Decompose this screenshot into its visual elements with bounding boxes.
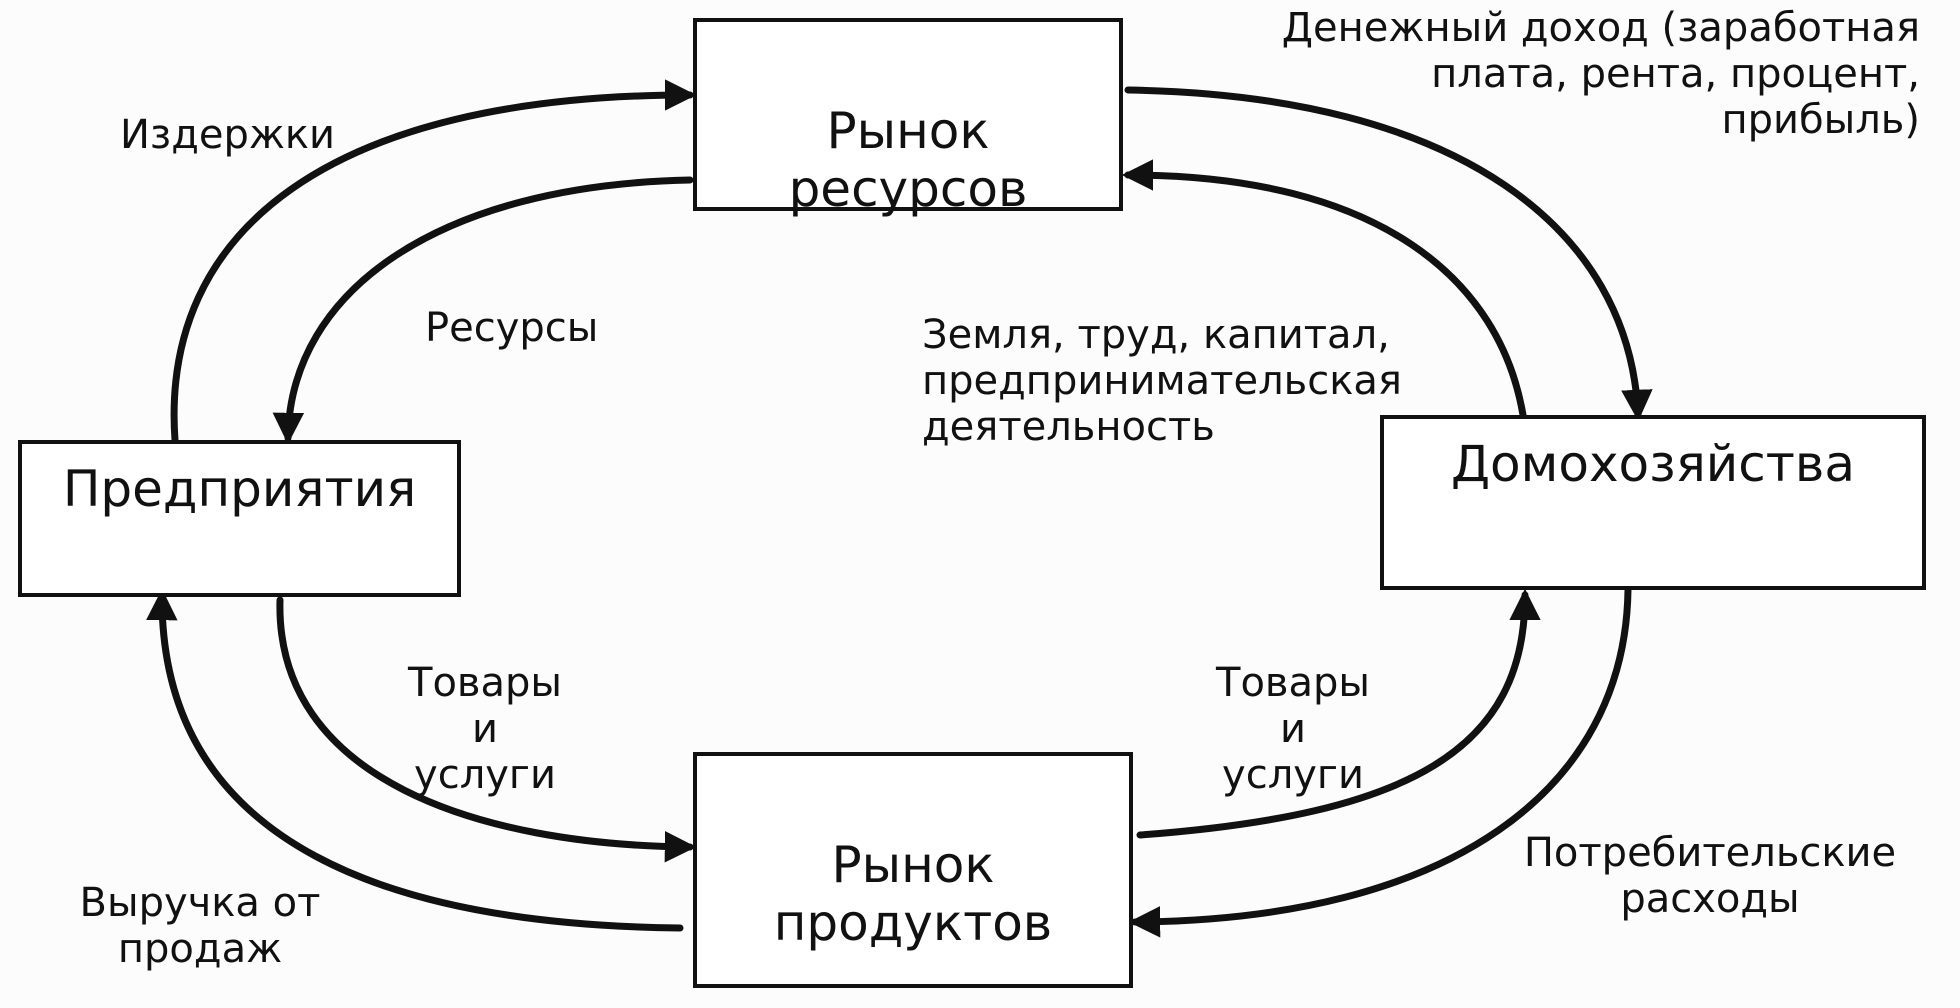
factors-arrow xyxy=(1121,159,1527,419)
goods-left-label: Товары и услуги xyxy=(408,660,562,798)
product-market-label: Рынок продуктов xyxy=(773,836,1053,952)
resources-label: Ресурсы xyxy=(425,305,599,351)
revenue-arrow xyxy=(146,588,684,932)
costs-arrow xyxy=(170,79,697,444)
money-income-label: Денежный доход (заработная плата, рента,… xyxy=(1281,5,1920,143)
households-label: Домохозяйства xyxy=(1450,435,1856,493)
goods-from-firms-arrow xyxy=(276,596,697,863)
money-income-arrow xyxy=(1124,86,1653,422)
consumer-spending-label: Потребительские расходы xyxy=(1523,830,1897,922)
households-box: Домохозяйства xyxy=(1380,415,1926,590)
firms-box: Предприятия xyxy=(18,440,461,597)
consumer-spending-arrow xyxy=(1128,586,1632,938)
resource-market-box: Рынок ресурсов xyxy=(693,18,1123,218)
costs-label: Издержки xyxy=(120,112,336,158)
goods-right-label: Товары и услуги xyxy=(1216,660,1370,798)
resource-market-label: Рынок ресурсов xyxy=(788,102,1028,218)
goods-to-households-arrow xyxy=(1136,588,1541,839)
product-market-box: Рынок продуктов xyxy=(693,752,1133,988)
firms-label: Предприятия xyxy=(62,460,417,518)
factors-label: Земля, труд, капитал, предпринимательска… xyxy=(922,312,1402,450)
revenue-label: Выручка от продаж xyxy=(79,880,321,972)
resources-arrow xyxy=(272,176,694,445)
